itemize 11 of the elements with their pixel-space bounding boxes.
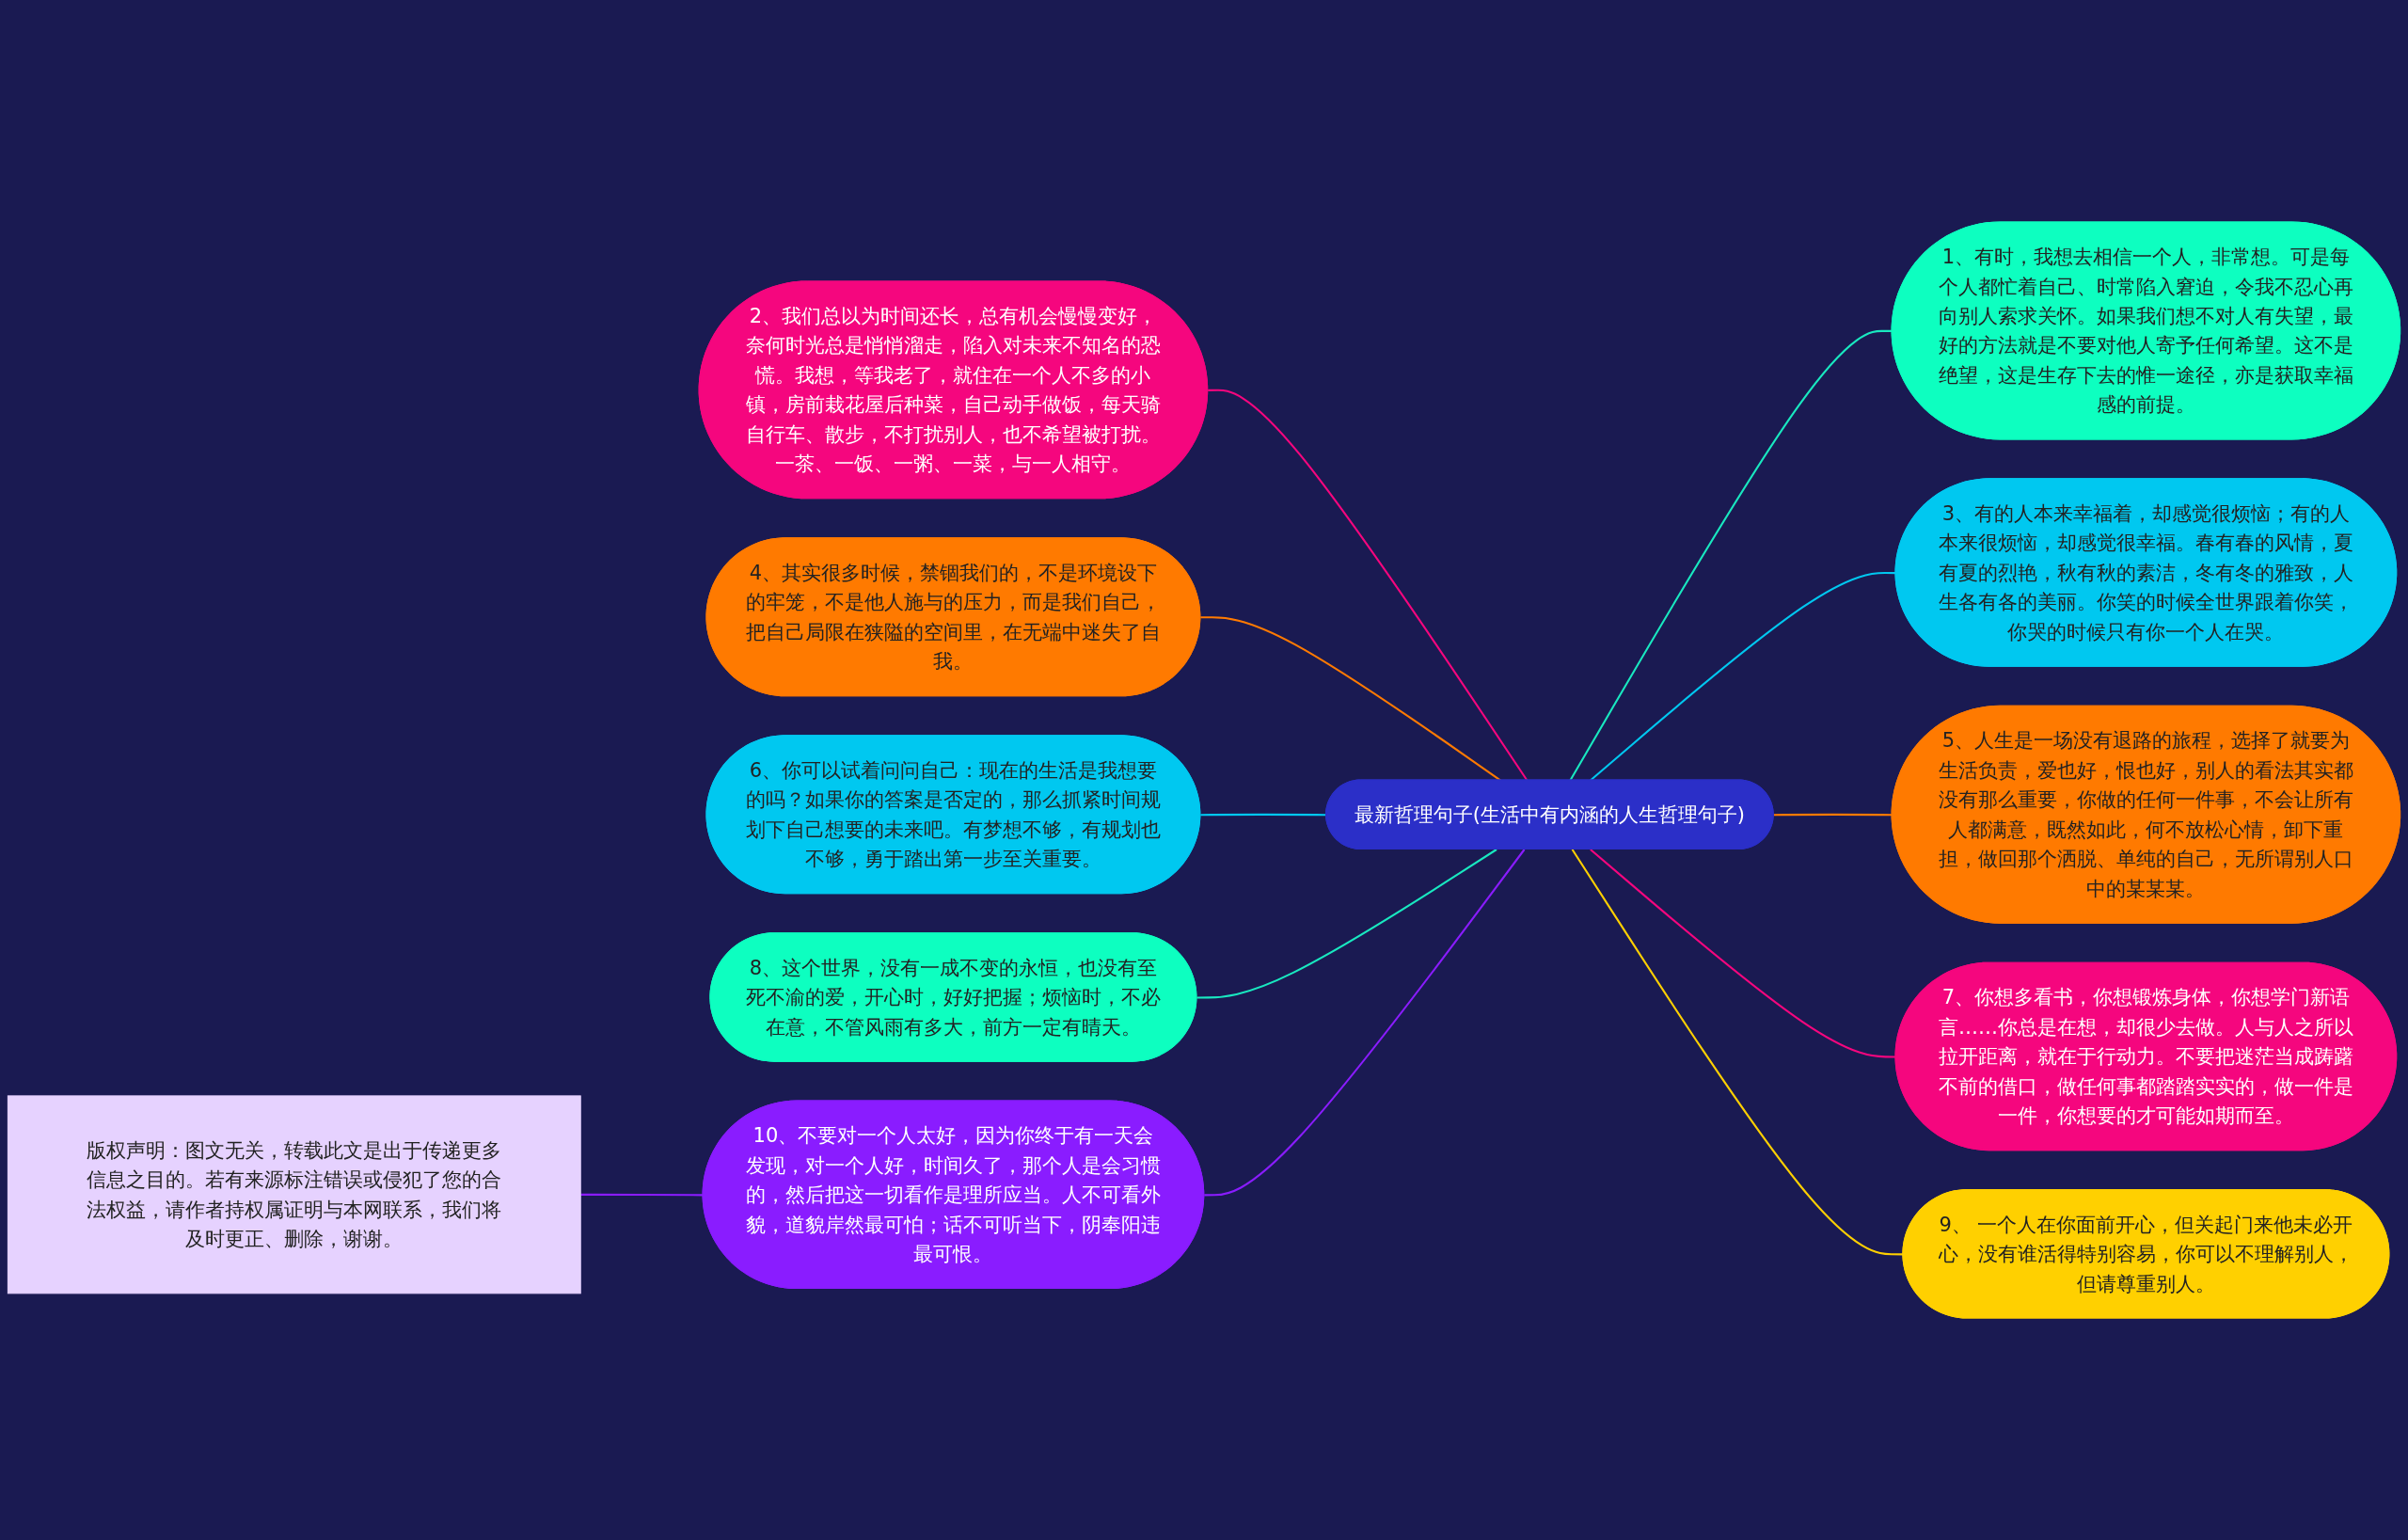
connector — [1569, 329, 1893, 782]
connector — [1773, 813, 1893, 817]
node-box: 版权声明：图文无关，转载此文是出于传递更多信息之目的。若有来源标注错误或侵犯了您的合法权益，请作者持权属证明与本网联系，我们将及时更正、删除，谢谢。 — [7, 1095, 581, 1294]
connector — [1590, 571, 1896, 782]
connector — [1200, 616, 1501, 782]
connector — [1590, 849, 1896, 1058]
connector — [1571, 849, 1904, 1256]
connector — [1204, 849, 1526, 1197]
connector — [580, 1193, 704, 1197]
connector — [1208, 389, 1529, 782]
connector — [1196, 849, 1497, 999]
